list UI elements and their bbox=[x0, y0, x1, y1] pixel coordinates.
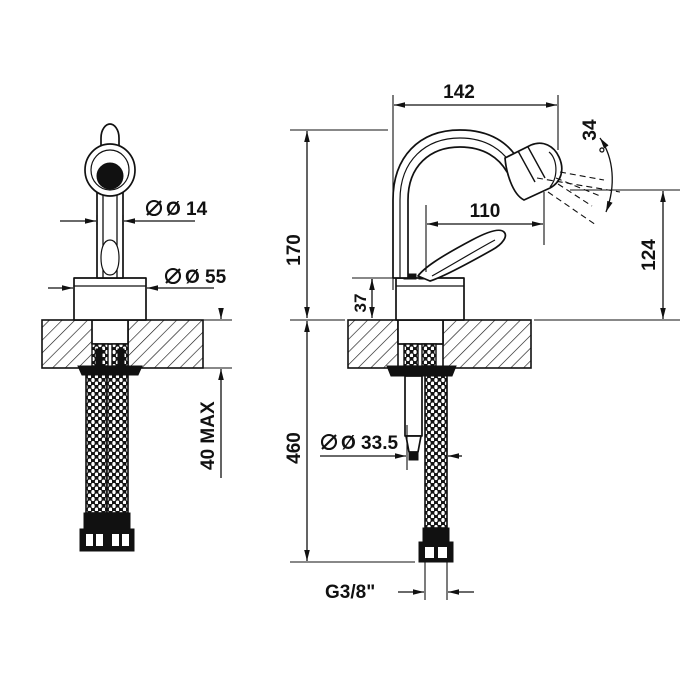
dim-dia-14: Ø 14 bbox=[60, 199, 208, 225]
counter-section-left bbox=[41, 319, 204, 369]
dim-label-angle-unit: ° bbox=[596, 146, 615, 153]
counter-section-right bbox=[347, 319, 532, 369]
mounting-shank-right bbox=[386, 319, 457, 461]
dim-thread-g38: G3/8" bbox=[325, 562, 474, 603]
mounting-shank-left bbox=[77, 319, 143, 376]
dim-label-thread-g38: G3/8" bbox=[325, 582, 375, 603]
dim-label-40-max: 40 MAX bbox=[198, 401, 219, 470]
diameter-symbol-icon bbox=[320, 433, 338, 451]
dim-40-max: 40 MAX bbox=[198, 308, 232, 478]
dim-label-110: 110 bbox=[470, 201, 501, 222]
dim-124: 124 bbox=[534, 189, 680, 321]
diameter-symbol-icon bbox=[145, 199, 163, 217]
dim-label-460: 460 bbox=[284, 432, 305, 464]
dim-37: 37 bbox=[351, 277, 395, 318]
dim-170: 170 bbox=[284, 129, 388, 318]
dim-dia-55: Ø 55 bbox=[48, 267, 227, 291]
aerator-head-right bbox=[504, 142, 605, 207]
aerator-head-left bbox=[84, 123, 136, 197]
dim-142: 142 bbox=[392, 82, 559, 290]
dim-460: 460 bbox=[284, 319, 415, 563]
flexible-hose-left bbox=[79, 367, 135, 552]
dim-110: 110 bbox=[425, 192, 545, 272]
dim-label-170: 170 bbox=[284, 234, 305, 266]
diameter-symbol-icon bbox=[164, 267, 182, 285]
dim-angle-34: 34 ° bbox=[536, 119, 621, 226]
mixer-body-left bbox=[73, 277, 147, 321]
dim-label-37: 37 bbox=[351, 294, 370, 313]
dim-label-124: 124 bbox=[639, 239, 660, 271]
dim-label-dia-55: Ø 55 bbox=[185, 267, 227, 288]
dim-label-dia-14: Ø 14 bbox=[166, 199, 208, 220]
front-view: Ø 14 Ø 55 40 MAX bbox=[41, 123, 232, 552]
dim-dia-33-5: Ø 33.5 bbox=[320, 375, 462, 470]
lever-handle-right bbox=[417, 229, 507, 282]
side-view: 142 170 110 124 37 bbox=[284, 82, 680, 603]
dim-label-142: 142 bbox=[443, 82, 475, 103]
dim-label-34: 34 bbox=[580, 119, 601, 141]
dim-label-dia-33-5: Ø 33.5 bbox=[341, 433, 398, 454]
spout-tube-left bbox=[96, 184, 124, 279]
